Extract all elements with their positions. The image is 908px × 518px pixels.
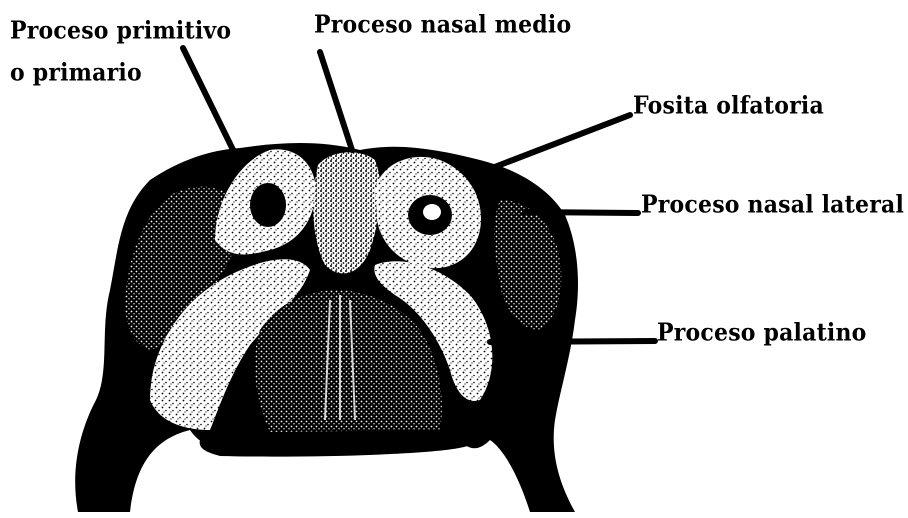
leader-proceso-primitivo: [183, 48, 238, 160]
label-fosita-olfatoria: Fosita olfatoria: [633, 91, 824, 120]
leader-fosita-olfatoria: [492, 115, 630, 168]
label-proceso-nasal-medio: Proceso nasal medio: [314, 10, 571, 39]
leader-proceso-palatino: [490, 341, 655, 342]
label-proceso-primitivo: Proceso primitivo: [10, 16, 231, 45]
leader-proceso-nasal-lateral: [525, 212, 638, 213]
leader-proceso-nasal-medio: [320, 52, 352, 150]
label-proceso-palatino: Proceso palatino: [657, 318, 867, 347]
olfactory-pit-left: [250, 183, 286, 227]
label-proceso-nasal-lateral: Proceso nasal lateral: [641, 190, 904, 219]
label-proceso-primitivo-line2: o primario: [10, 58, 142, 87]
lower-jaw: [200, 431, 470, 456]
